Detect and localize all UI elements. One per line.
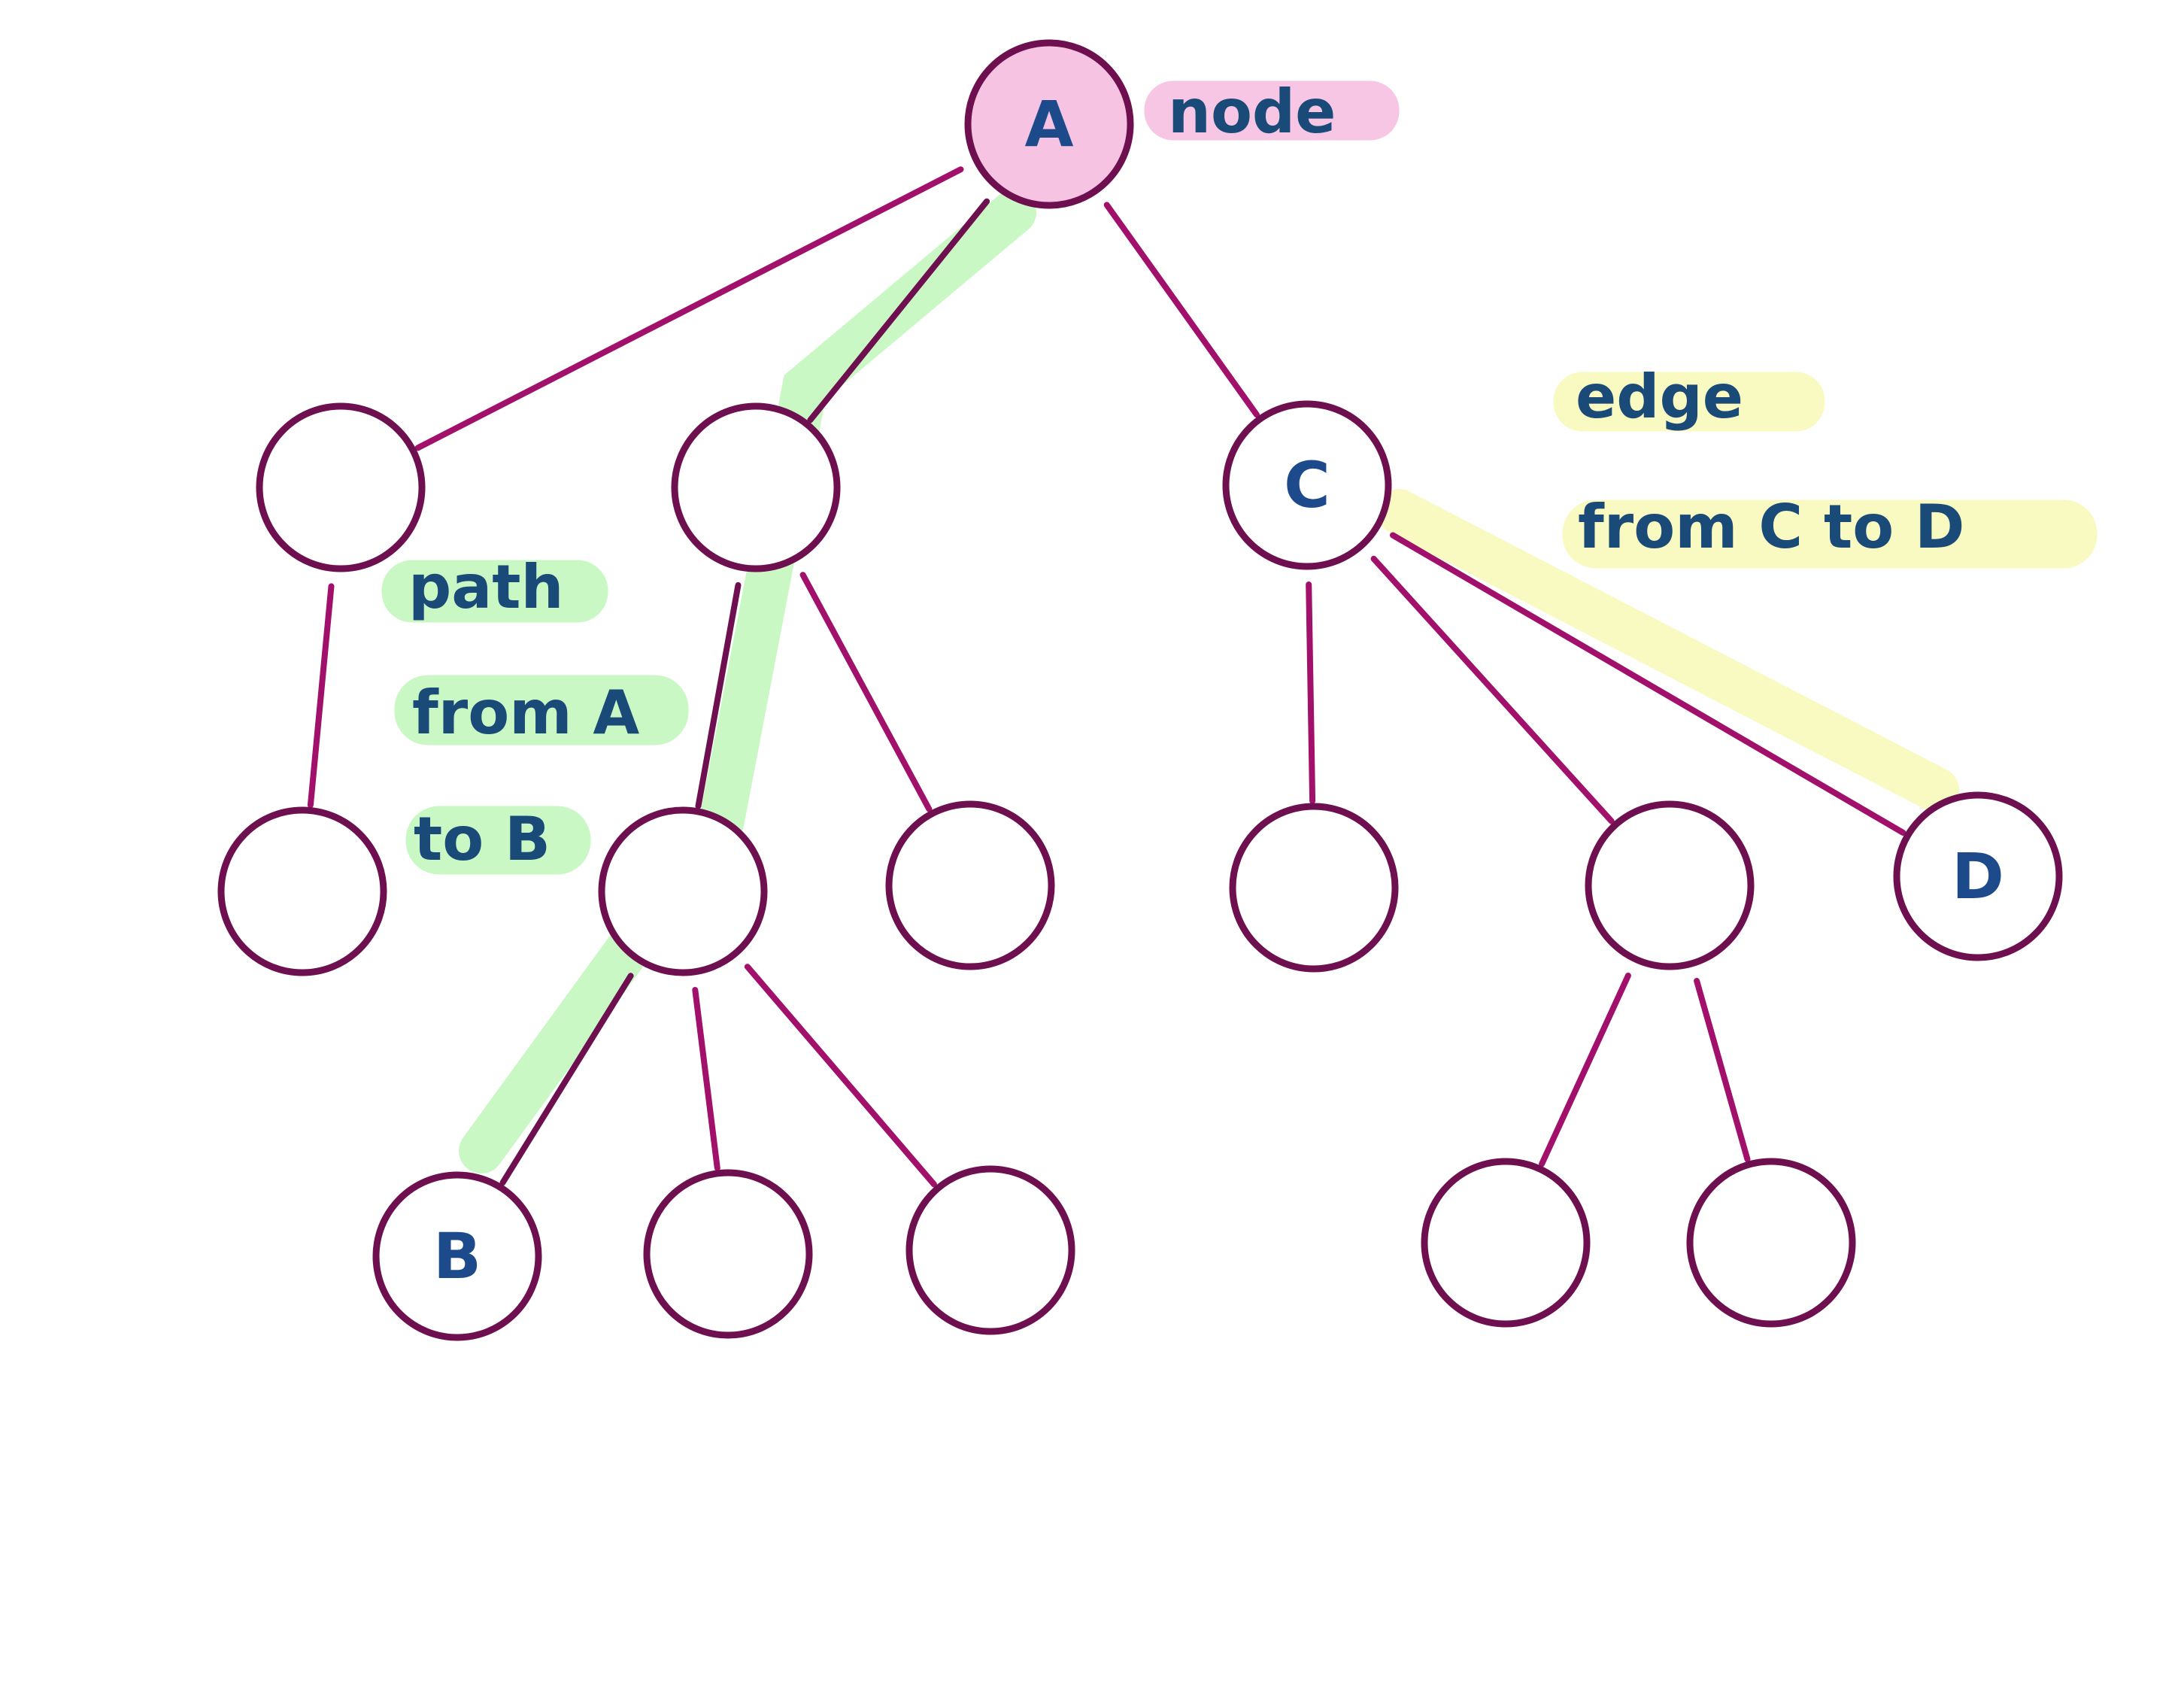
node-label-highlight [1144, 80, 1400, 141]
edge-n5-B [499, 973, 634, 1186]
edge-n5-n11 [692, 987, 720, 1171]
node-circle [256, 402, 426, 572]
path-label-highlight-1 [381, 560, 608, 623]
node-circle [372, 1171, 542, 1341]
node-circle [1421, 1158, 1591, 1328]
tree-node-C: C [1222, 400, 1392, 570]
node-circle [905, 1165, 1075, 1335]
node-label: A [1024, 87, 1073, 161]
node-circle [1686, 1158, 1856, 1328]
path-annotation-line-3: to B [414, 804, 551, 874]
edge-n2-n5 [695, 581, 742, 809]
edge-C-D [1390, 532, 1906, 836]
edge-C-n8 [1370, 555, 1615, 824]
path-label-highlight-2 [394, 675, 689, 745]
path-annotation-line-1: path [408, 552, 563, 622]
tree-node-n8 [1585, 800, 1755, 970]
tree-node-n11 [643, 1169, 813, 1339]
tree-node-n7 [1229, 803, 1399, 973]
path-label-highlight-3 [405, 806, 591, 875]
node-label: C [1284, 448, 1330, 522]
tree-node-B: B [372, 1171, 542, 1341]
tree-node-n4 [217, 806, 387, 976]
edge-label-highlight-2 [1562, 499, 2098, 569]
edge-label-highlight-1 [1553, 372, 1825, 432]
path-annotation-line-2: from A [412, 678, 639, 748]
edge-n8-n13 [1539, 973, 1631, 1167]
node-circle [1585, 800, 1755, 970]
highlight-layer [381, 80, 2098, 1173]
tree-node-n13 [1421, 1158, 1591, 1328]
edge-n1-n4 [307, 583, 335, 809]
edge-A-C [1103, 202, 1260, 418]
node-label: B [433, 1219, 481, 1293]
node-circle [643, 1169, 813, 1339]
tree-node-n5 [598, 806, 768, 976]
tree-node-n6 [885, 800, 1055, 970]
annotations: node path from A to B edge from C to D [408, 77, 1964, 874]
node-circle [598, 806, 768, 976]
tree-node-n14 [1686, 1158, 1856, 1328]
node-circle [1229, 803, 1399, 973]
edge-A-n1 [414, 166, 964, 451]
edge-n5-n12 [744, 964, 937, 1188]
node-circle [964, 39, 1134, 209]
edge-annotation-line-2: from C to D [1578, 492, 1964, 562]
edge-C-n7 [1306, 581, 1316, 804]
tree-node-n1 [256, 402, 426, 572]
edge-A-n2 [807, 198, 990, 424]
node-circle [885, 800, 1055, 970]
tree-node-A: A [964, 39, 1134, 209]
node-circle [1222, 400, 1392, 570]
node-circle [1893, 791, 2063, 961]
edge-n8-n14 [1694, 978, 1751, 1163]
node-annotation: node [1168, 77, 1336, 147]
nodes-layer: A C D B [217, 39, 2063, 1341]
tree-node-n12 [905, 1165, 1075, 1335]
edge-annotation-line-1: edge [1576, 362, 1743, 432]
tree-node-D: D [1893, 791, 2063, 961]
node-circle [671, 402, 841, 572]
edge-n2-n6 [799, 572, 933, 812]
node-circle [217, 806, 387, 976]
node-label: D [1952, 839, 2004, 913]
edge-highlight [1376, 489, 1959, 812]
tree-node-n2 [671, 402, 841, 572]
edges-layer [307, 166, 1906, 1188]
